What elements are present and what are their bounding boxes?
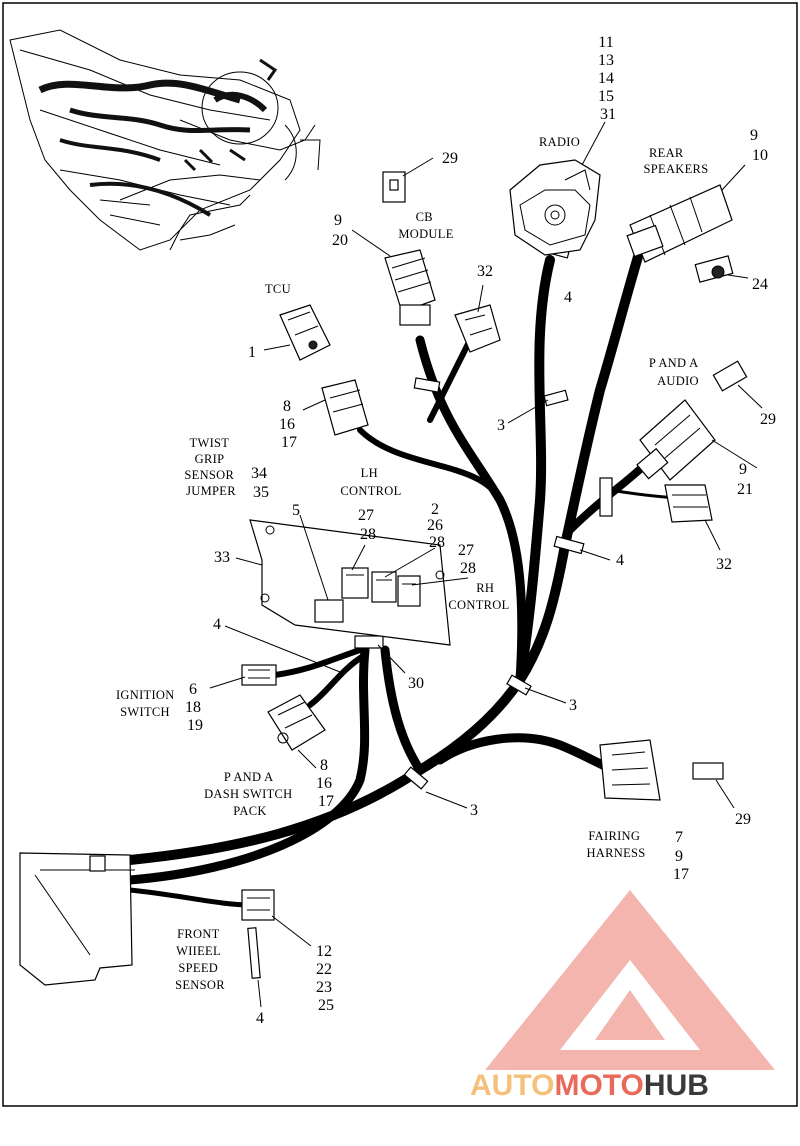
tcu-number: 1 <box>248 344 256 361</box>
connector-9-21 <box>636 399 716 481</box>
cb-terminal-part <box>382 171 406 203</box>
ignition-switch-label: IGNITION SWITCH <box>116 688 178 719</box>
radio-clip-number: 4 <box>564 289 572 306</box>
radio-ref-numbers: 11 13 14 15 31 <box>598 34 618 123</box>
ignition-connector <box>241 664 277 686</box>
connector-8-top <box>321 379 369 436</box>
rear-speakers-label: REAR SPEAKERS <box>644 146 709 176</box>
pa-audio-number: 29 <box>760 411 776 428</box>
clip-3-mid-number: 3 <box>569 697 577 714</box>
cb-module-ref-numbers: 9 20 <box>332 212 348 249</box>
harness-wires <box>125 245 682 908</box>
cb-terminal-number: 29 <box>442 150 458 167</box>
lh-control-label: LH CONTROL <box>340 466 401 498</box>
watermark-logo <box>485 890 775 1070</box>
radio-unit <box>509 159 601 256</box>
watermark-part-moto: MOTO <box>554 1069 643 1102</box>
svg-text:AUTOMOTOHUB: AUTOMOTOHUB <box>470 1069 709 1102</box>
item-5-number: 5 <box>292 502 300 519</box>
fairing-harness-connector <box>599 739 661 801</box>
twist-grip-numbers: 34 35 <box>251 465 271 501</box>
tcu-label: TCU <box>265 282 291 296</box>
leader-lines <box>209 121 763 1008</box>
pa-audio-label: P AND A AUDIO <box>649 356 701 388</box>
item-24-part <box>694 255 734 283</box>
cb-module-connector <box>384 249 436 326</box>
callout-labels: 11 13 14 15 31 RADIO 4 9 10 REAR SPEAKER… <box>116 34 776 1027</box>
page-border <box>2 2 798 1107</box>
item-33-number: 33 <box>214 549 230 566</box>
dash-switch-numbers: 8 16 17 <box>316 757 336 810</box>
frame-overview-illustration <box>9 29 321 251</box>
front-wheel-sensor-label: FRONT WIIEEL SPEED SENSOR <box>175 927 225 992</box>
tcu-connector <box>279 304 331 361</box>
connector-27-28-b-numbers: 27 28 <box>458 542 478 577</box>
rear-speaker-connector <box>626 184 733 263</box>
cap-32-top <box>454 304 501 353</box>
ignition-switch-numbers: 6 18 19 <box>185 681 205 734</box>
rh-control-label: RH CONTROL <box>448 581 509 612</box>
connector-8-top-numbers: 8 16 17 <box>279 398 299 451</box>
front-wheel-sensor-connector <box>241 889 275 921</box>
rear-speakers-ref-numbers: 9 10 <box>750 127 768 164</box>
watermark-part-auto: AUTO <box>470 1069 554 1102</box>
item-30-number: 30 <box>408 675 424 692</box>
item-24-number: 24 <box>752 276 768 293</box>
fairing-bracket <box>19 852 135 986</box>
clip-3-lower-number: 3 <box>470 802 478 819</box>
clip-3-upper-number: 3 <box>497 417 505 434</box>
terminal-29-lower-number: 29 <box>735 811 751 828</box>
fairing-harness-numbers: 7 9 17 <box>673 829 689 883</box>
connector-2-26-28-numbers: 2 26 28 <box>427 501 447 551</box>
cap-32-right-number: 32 <box>716 556 732 573</box>
connector-27-28-a-numbers: 27 28 <box>358 507 378 543</box>
dash-switch-connector <box>267 694 326 751</box>
clip-4-right-number: 4 <box>616 552 624 569</box>
terminal-29-lower <box>692 762 724 780</box>
radio-label: RADIO <box>539 135 580 149</box>
watermark-text: AUTOMOTOHUB <box>470 1069 709 1102</box>
watermark-part-hub: HUB <box>644 1069 709 1102</box>
clip-4-bottom-number: 4 <box>256 1010 264 1027</box>
front-wheel-sensor-numbers: 12 22 23 25 <box>316 943 336 1014</box>
fairing-harness-label: FAIRING HARNESS <box>586 829 645 860</box>
twist-grip-label: TWIST GRIP SENSOR JUMPER <box>184 436 237 498</box>
cb-module-label: CB MODULE <box>398 210 453 241</box>
control-connectors <box>314 567 421 623</box>
cap-32-right <box>664 484 713 523</box>
connector-9-21-numbers: 9 21 <box>737 461 753 498</box>
clip-4-left-number: 4 <box>213 616 221 633</box>
cap-32-top-number: 32 <box>477 263 493 280</box>
pa-audio-terminal <box>712 360 748 392</box>
dash-switch-label: P AND A DASH SWITCH PACK <box>204 770 296 818</box>
